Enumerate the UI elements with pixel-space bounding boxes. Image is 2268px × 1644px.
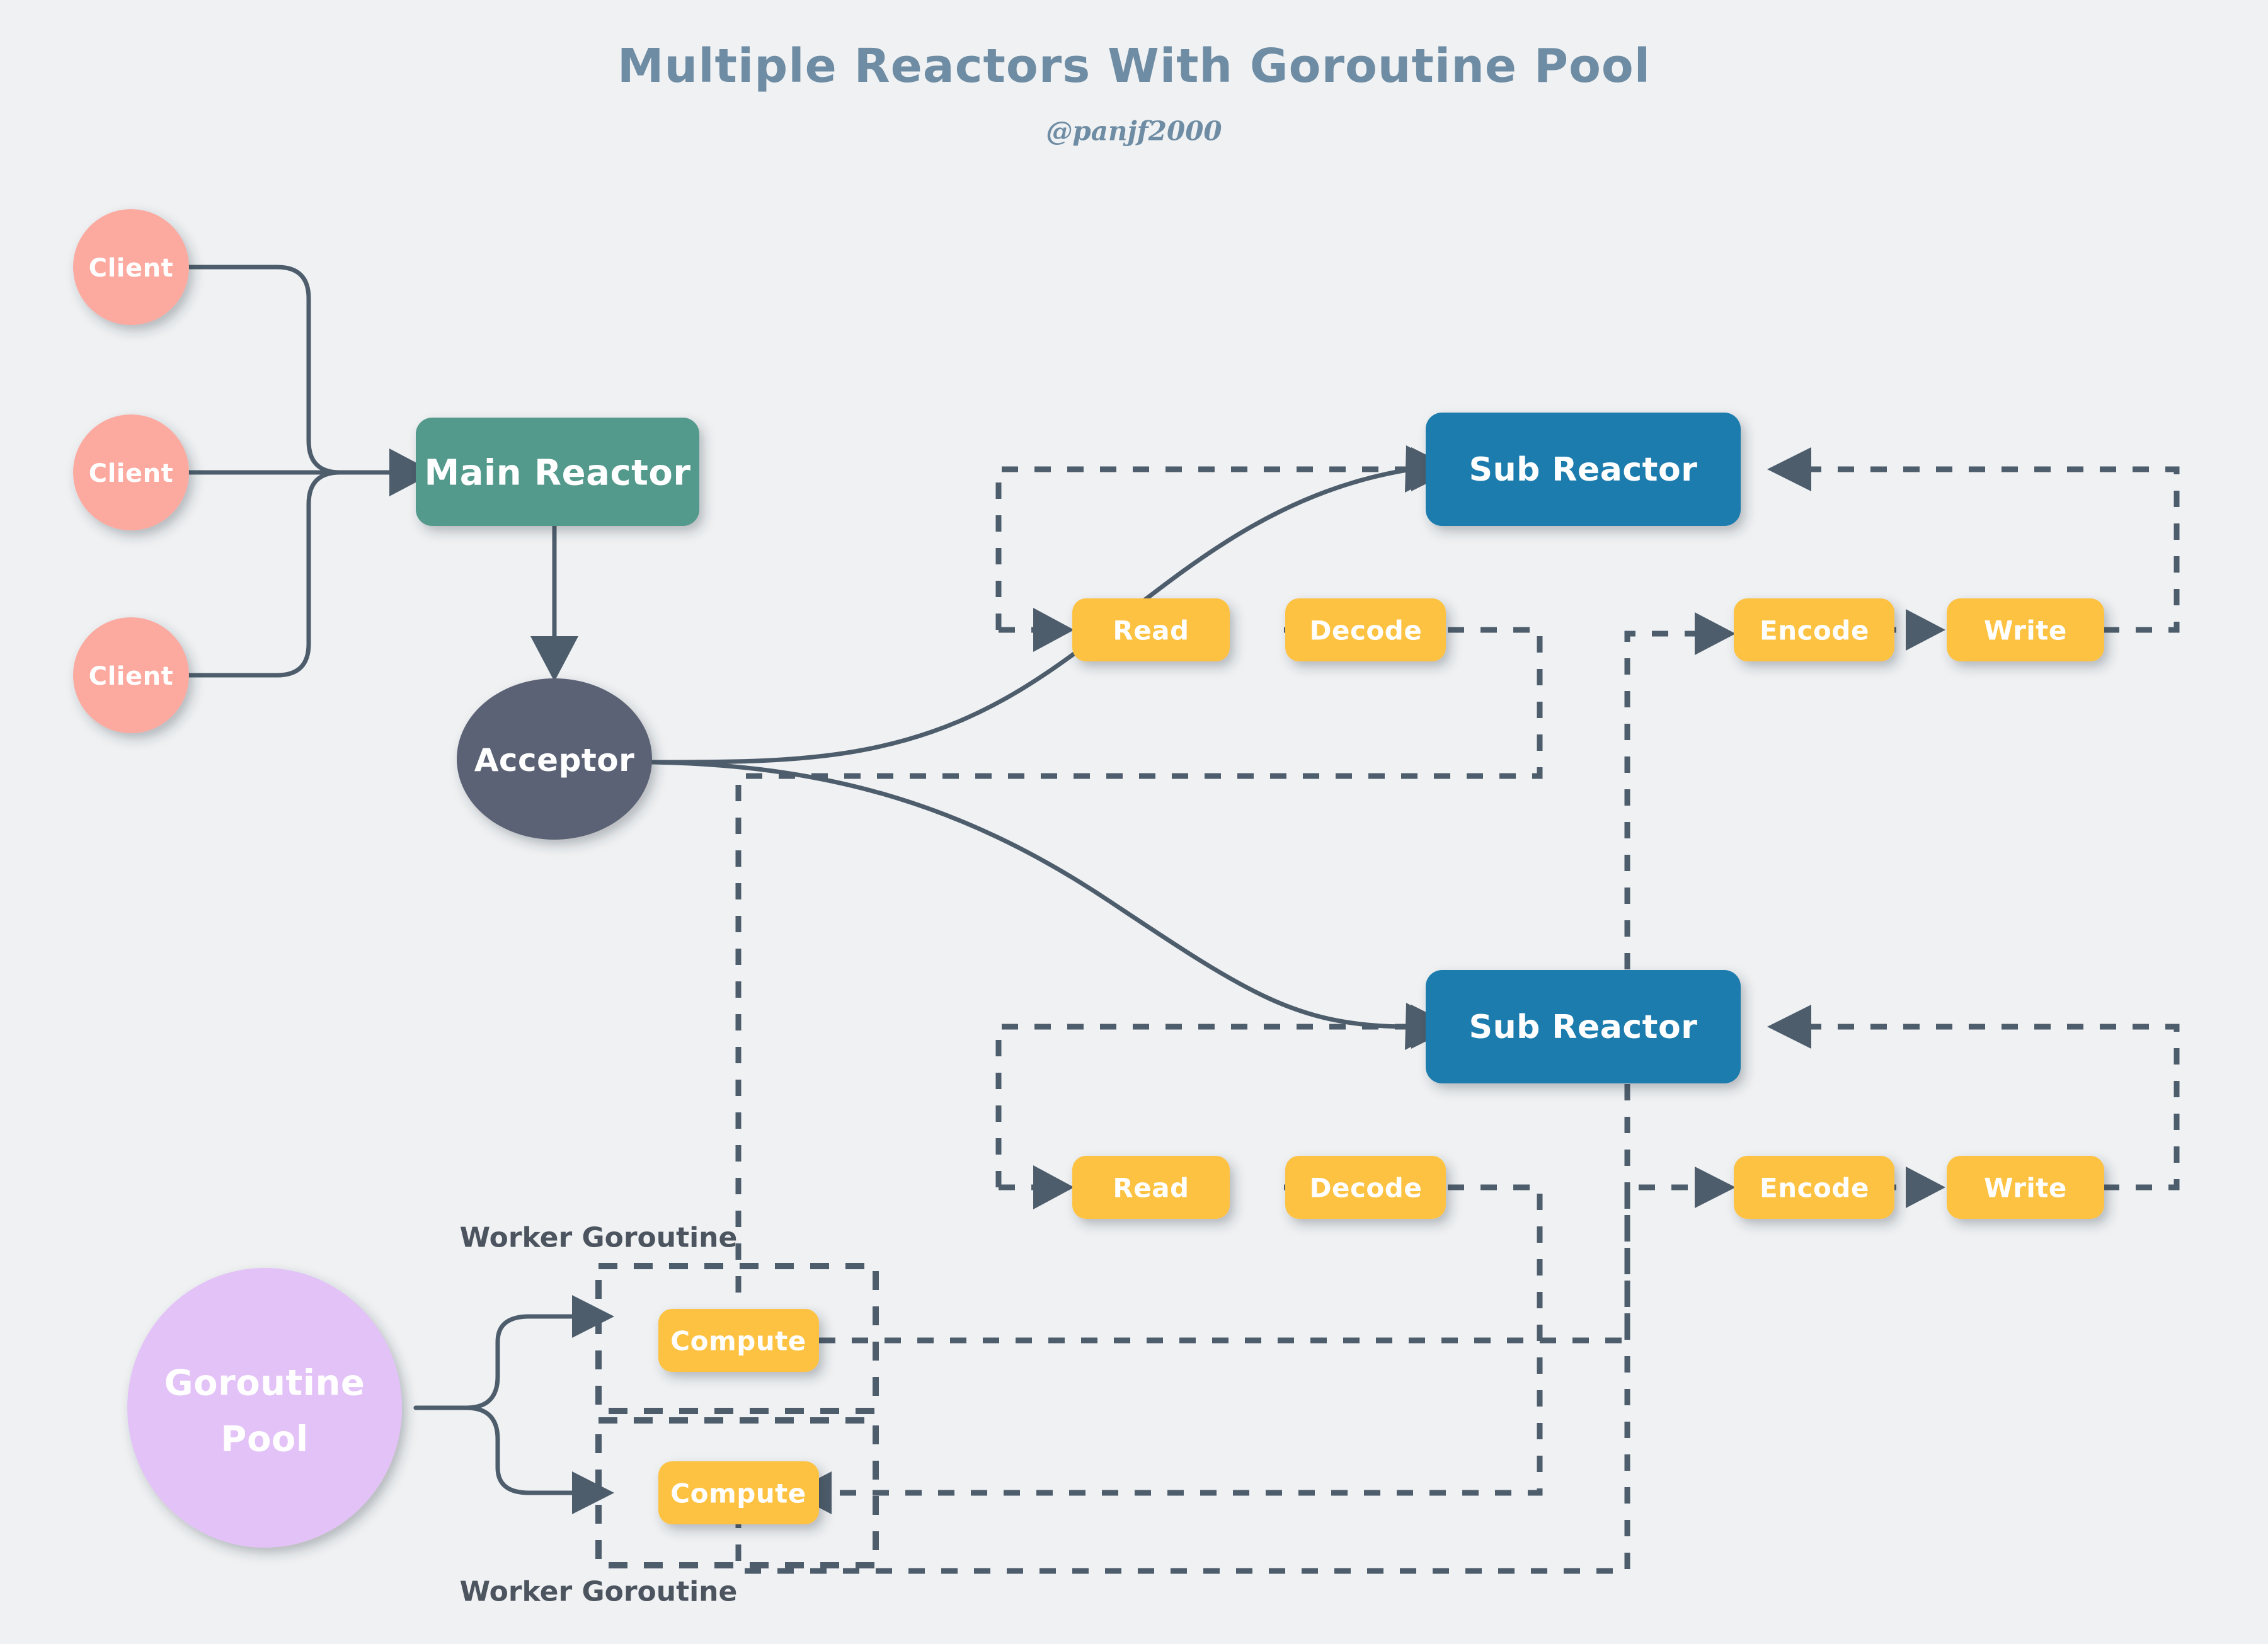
route-write2-to-subreactor2 — [1811, 1024, 2180, 1190]
stage-node-decode-1[interactable]: Decode — [1285, 598, 1446, 661]
edge-pool-to-worker1 — [413, 1314, 575, 1410]
route-decode1-to-compute1 — [735, 627, 1543, 1321]
edge-pool-to-worker2 — [413, 1405, 575, 1495]
client-circle-1 — [73, 209, 189, 325]
read-label-2: Read — [1113, 1173, 1189, 1204]
route-subreactor1-to-read — [995, 466, 1411, 630]
read-label-1: Read — [1113, 615, 1189, 646]
read-box-2 — [1072, 1156, 1230, 1219]
stage-node-decode-2[interactable]: Decode — [1285, 1156, 1446, 1219]
stage-node-compute-2[interactable]: Compute — [658, 1461, 819, 1524]
stage-node-compute-1[interactable]: Compute — [658, 1309, 819, 1372]
stage-node-encode-2[interactable]: Encode — [1734, 1156, 1894, 1219]
arrowhead-read2 — [1033, 1165, 1074, 1209]
sub-reactor-node-2[interactable]: Sub Reactor — [1426, 970, 1741, 1083]
acceptor-node[interactable]: Acceptor — [457, 678, 652, 840]
arrowhead-worker1-in — [572, 1295, 614, 1338]
client-label-2: Client — [89, 459, 174, 488]
encode-box-2 — [1734, 1156, 1894, 1219]
route-write1-to-subreactor1 — [1811, 466, 2180, 633]
encode-box-1 — [1734, 598, 1894, 661]
main-reactor-box — [416, 418, 699, 526]
arrowhead-encode1 — [1695, 612, 1736, 655]
goroutine-pool-node[interactable]: Goroutine Pool — [127, 1268, 402, 1548]
stage-node-encode-1[interactable]: Encode — [1734, 598, 1894, 661]
arrowhead-worker2-in — [572, 1471, 614, 1514]
stage-node-write-2[interactable]: Write — [1947, 1156, 2104, 1219]
client-circle-3 — [73, 617, 189, 733]
route-subreactor2-to-read — [995, 1024, 1411, 1187]
worker-goroutine-label-2: Worker Goroutine — [460, 1576, 738, 1608]
sub-reactor-node-1[interactable]: Sub Reactor — [1426, 413, 1741, 526]
sub-reactor-box-1 — [1426, 413, 1741, 526]
goroutine-pool-label-line1: Goroutine — [164, 1363, 365, 1404]
client-node-3[interactable]: Client — [73, 617, 189, 733]
compute-box-1 — [658, 1309, 819, 1372]
decode-label-2: Decode — [1310, 1173, 1423, 1204]
arrowhead-encode2 — [1695, 1167, 1736, 1208]
edge-client3-to-mainreactor — [186, 470, 392, 678]
client-node-1[interactable]: Client — [73, 209, 189, 325]
worker-goroutine-label-1: Worker Goroutine — [460, 1222, 738, 1254]
arrowhead-subreactor1-in-right — [1767, 447, 1811, 491]
decode-box-1 — [1285, 598, 1446, 661]
encode-label-1: Encode — [1760, 615, 1869, 646]
client-node-2[interactable]: Client — [73, 414, 189, 530]
edge-acceptor-to-subreactor1 — [650, 467, 1414, 765]
arrowhead-subreactor2-in-right — [1767, 1005, 1811, 1049]
acceptor-ellipse — [457, 678, 652, 840]
route-decode2-to-compute2 — [832, 1184, 1543, 1496]
goroutine-pool-label-line2: Pool — [220, 1419, 308, 1460]
compute-label-1: Compute — [670, 1326, 806, 1357]
arrowhead-write2 — [1906, 1167, 1945, 1208]
compute-box-2 — [658, 1461, 819, 1524]
write-label-1: Write — [1984, 615, 2067, 646]
arrowhead-write1 — [1906, 609, 1945, 651]
write-box-1 — [1947, 598, 2104, 661]
arrowhead-mainreactor-in — [389, 448, 435, 496]
sub-reactor-label-1: Sub Reactor — [1469, 451, 1698, 489]
edge-acceptor-to-subreactor2 — [650, 760, 1414, 1029]
sub-reactor-label-2: Sub Reactor — [1469, 1008, 1698, 1046]
write-box-2 — [1947, 1156, 2104, 1219]
compute-label-2: Compute — [670, 1478, 806, 1509]
encode-label-2: Encode — [1760, 1173, 1869, 1204]
read-box-1 — [1072, 598, 1230, 661]
write-label-2: Write — [1984, 1173, 2067, 1204]
stage-node-write-1[interactable]: Write — [1947, 598, 2104, 661]
decode-box-2 — [1285, 1156, 1446, 1219]
main-reactor-node[interactable]: Main Reactor — [416, 418, 699, 526]
page-subtitle: @panjf2000 — [1046, 116, 1222, 147]
client-label-3: Client — [89, 662, 174, 691]
route-compute2-to-encode2 — [735, 1184, 1695, 1574]
arrowhead-acceptor-in — [530, 636, 578, 682]
client-circle-2 — [73, 414, 189, 530]
stage-node-read-2[interactable]: Read — [1072, 1156, 1230, 1219]
decode-label-1: Decode — [1310, 615, 1423, 646]
page-title: Multiple Reactors With Goroutine Pool — [617, 39, 1651, 93]
acceptor-label: Acceptor — [474, 742, 635, 779]
main-reactor-label: Main Reactor — [424, 453, 690, 494]
sub-reactor-box-2 — [1426, 970, 1741, 1083]
stage-node-read-1[interactable]: Read — [1072, 598, 1230, 661]
goroutine-pool-ellipse — [127, 1268, 402, 1548]
edge-client1-to-mainreactor — [186, 265, 392, 475]
client-label-1: Client — [89, 254, 174, 283]
arrowhead-read1 — [1033, 608, 1074, 652]
